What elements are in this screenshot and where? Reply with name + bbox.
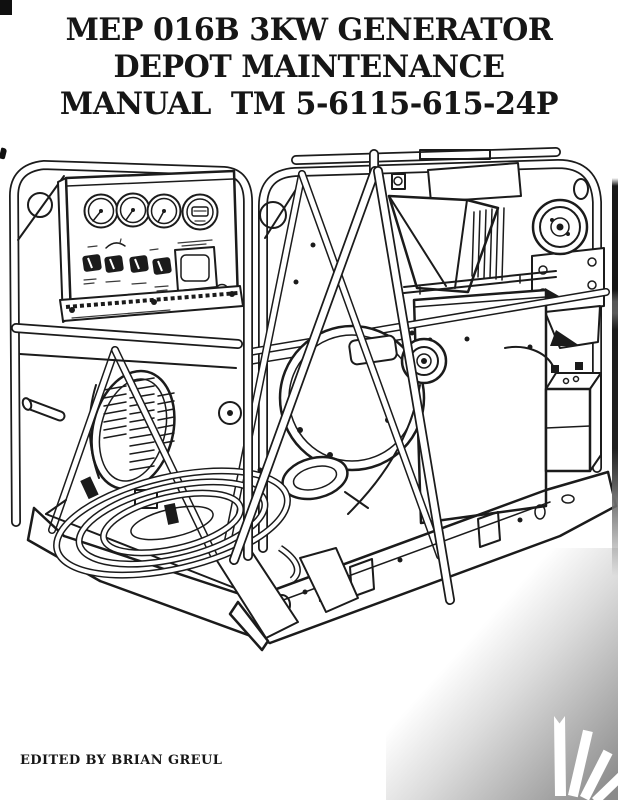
gauge-3	[146, 193, 182, 229]
left-face-brace	[48, 346, 218, 560]
terminal-strip	[59, 285, 244, 322]
falling-books-logo	[554, 716, 618, 800]
scan-edge-shadow	[612, 178, 618, 576]
gauge-1	[83, 193, 119, 229]
gauge-2	[115, 192, 151, 228]
front-a-frame-brace	[229, 166, 455, 605]
editor-credit: EDITED BY BRIAN GREUL	[20, 753, 223, 768]
fuel-tank	[403, 270, 557, 295]
control-panel	[57, 169, 244, 323]
panel-knobs	[82, 238, 172, 292]
side-panel	[412, 288, 548, 525]
title-block: MEP 016B 3KW GENERATOR DEPOT MAINTENANCE…	[0, 12, 618, 123]
book-3	[580, 749, 613, 800]
cable-coil	[53, 467, 301, 583]
bolt-dots	[257, 242, 533, 473]
left-frame	[9, 160, 253, 561]
book-1	[554, 716, 566, 796]
title-line-1: MEP 016B 3KW GENERATOR	[65, 12, 553, 48]
air-intake-shroud	[387, 162, 522, 294]
frame-cage	[258, 147, 602, 553]
book-2	[568, 729, 593, 798]
title-line-2: DEPOT MAINTENANCE	[113, 49, 505, 85]
book-4	[591, 770, 618, 800]
hour-meter-gauge	[181, 193, 219, 231]
title-line-3: MANUAL TM 5-6115-615-24P	[59, 86, 559, 122]
skid-base	[26, 470, 618, 652]
rear-a-frame-brace	[224, 170, 444, 560]
battery	[504, 346, 602, 473]
scan-corner-artifact	[0, 0, 12, 15]
